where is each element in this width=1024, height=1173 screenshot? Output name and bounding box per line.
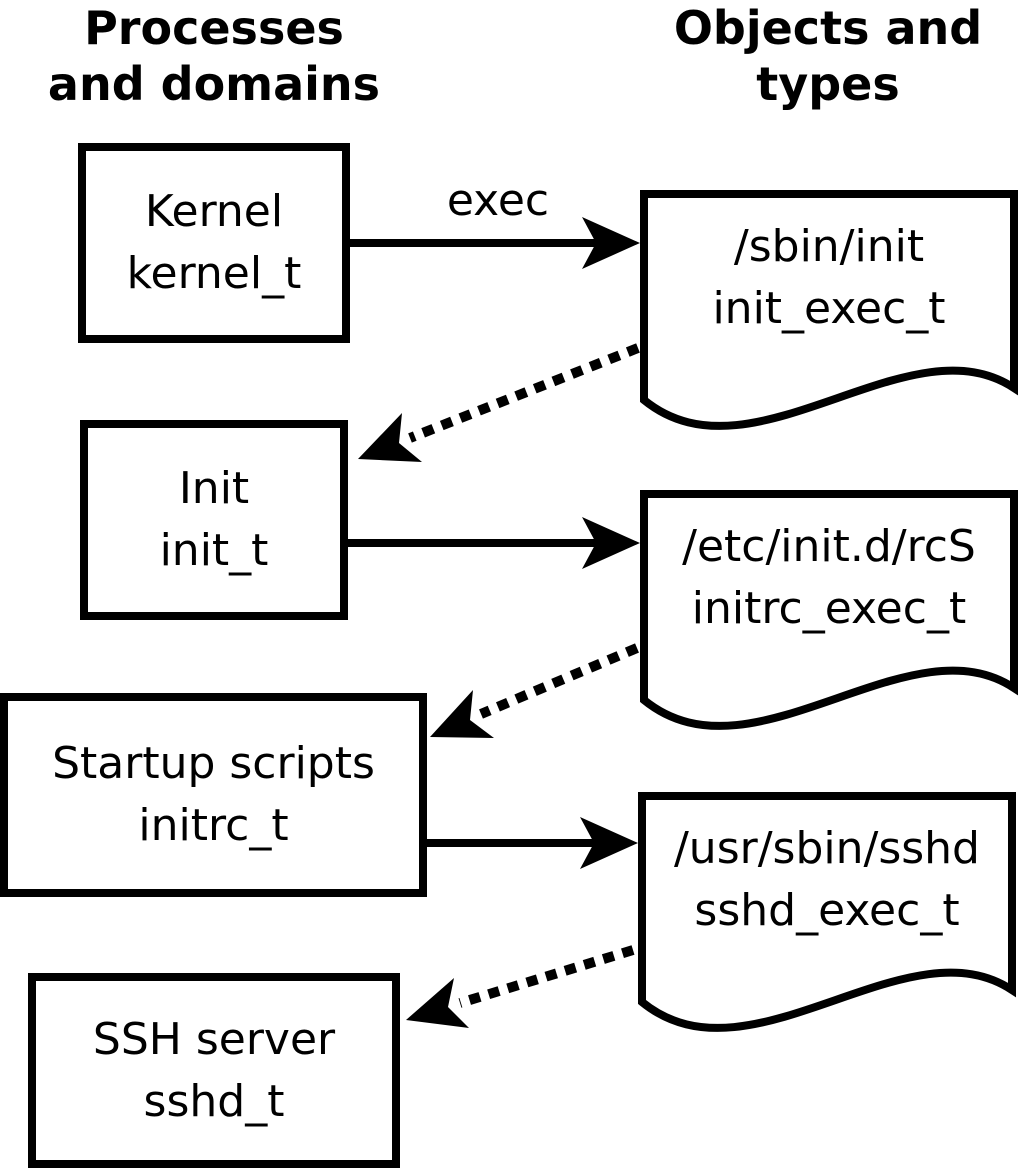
- solid-arrow-init-to-rcs: [348, 517, 640, 569]
- object-doc-label: /sbin/init init_exec_t: [640, 216, 1018, 340]
- process-box-init: Init init_t: [80, 420, 348, 620]
- heading-line: Objects and: [673, 1, 983, 55]
- domain-type-label: sshd_t: [143, 1075, 285, 1127]
- process-box-ssh-server: SSH server sshd_t: [28, 973, 400, 1168]
- object-doc-etc-initd-rcs: [640, 490, 1018, 736]
- heading-line: Processes: [84, 1, 344, 55]
- object-type-label: sshd_exec_t: [694, 885, 960, 936]
- object-doc-label: /usr/sbin/sshd sshd_exec_t: [638, 818, 1016, 942]
- dotted-arrow-sshd-exec-to-sshd-domain: [406, 945, 635, 1028]
- document-shape: [638, 792, 1016, 1032]
- document-shape: [640, 490, 1018, 730]
- domain-type-label: init_t: [159, 525, 269, 576]
- process-name: Kernel: [144, 186, 284, 237]
- object-doc-label: /etc/init.d/rcS initrc_exec_t: [640, 516, 1018, 640]
- column-heading-objects: Objects and types: [628, 0, 1024, 112]
- process-name: Startup scripts: [52, 738, 375, 789]
- column-heading-processes: Processes and domains: [8, 0, 420, 112]
- document-shape: [640, 190, 1018, 430]
- object-doc-sbin-init: [640, 190, 1018, 436]
- heading-line: and domains: [47, 57, 381, 111]
- object-doc-usr-sbin-sshd: [638, 792, 1016, 1038]
- domain-type-label: initrc_t: [138, 800, 289, 851]
- process-name: Init: [178, 463, 250, 514]
- domain-type-label: kernel_t: [126, 248, 302, 299]
- process-box-startup-scripts: Startup scripts initrc_t: [0, 693, 427, 897]
- dotted-arrow-initrc-exec-to-initrc-domain: [430, 643, 639, 738]
- dotted-arrow-init-exec-to-init-domain: [358, 343, 640, 462]
- solid-arrow-initrc-to-sshd: [427, 817, 638, 869]
- heading-line: types: [756, 57, 900, 111]
- object-type-label: init_exec_t: [712, 283, 946, 334]
- process-box-kernel: Kernel kernel_t: [78, 143, 350, 343]
- object-path: /usr/sbin/sshd: [673, 823, 980, 874]
- object-path: /etc/init.d/rcS: [682, 521, 976, 572]
- object-path: /sbin/init: [733, 221, 925, 272]
- exec-arrow-label: exec: [446, 175, 550, 226]
- object-type-label: initrc_exec_t: [691, 583, 967, 634]
- process-name: SSH server: [92, 1013, 336, 1065]
